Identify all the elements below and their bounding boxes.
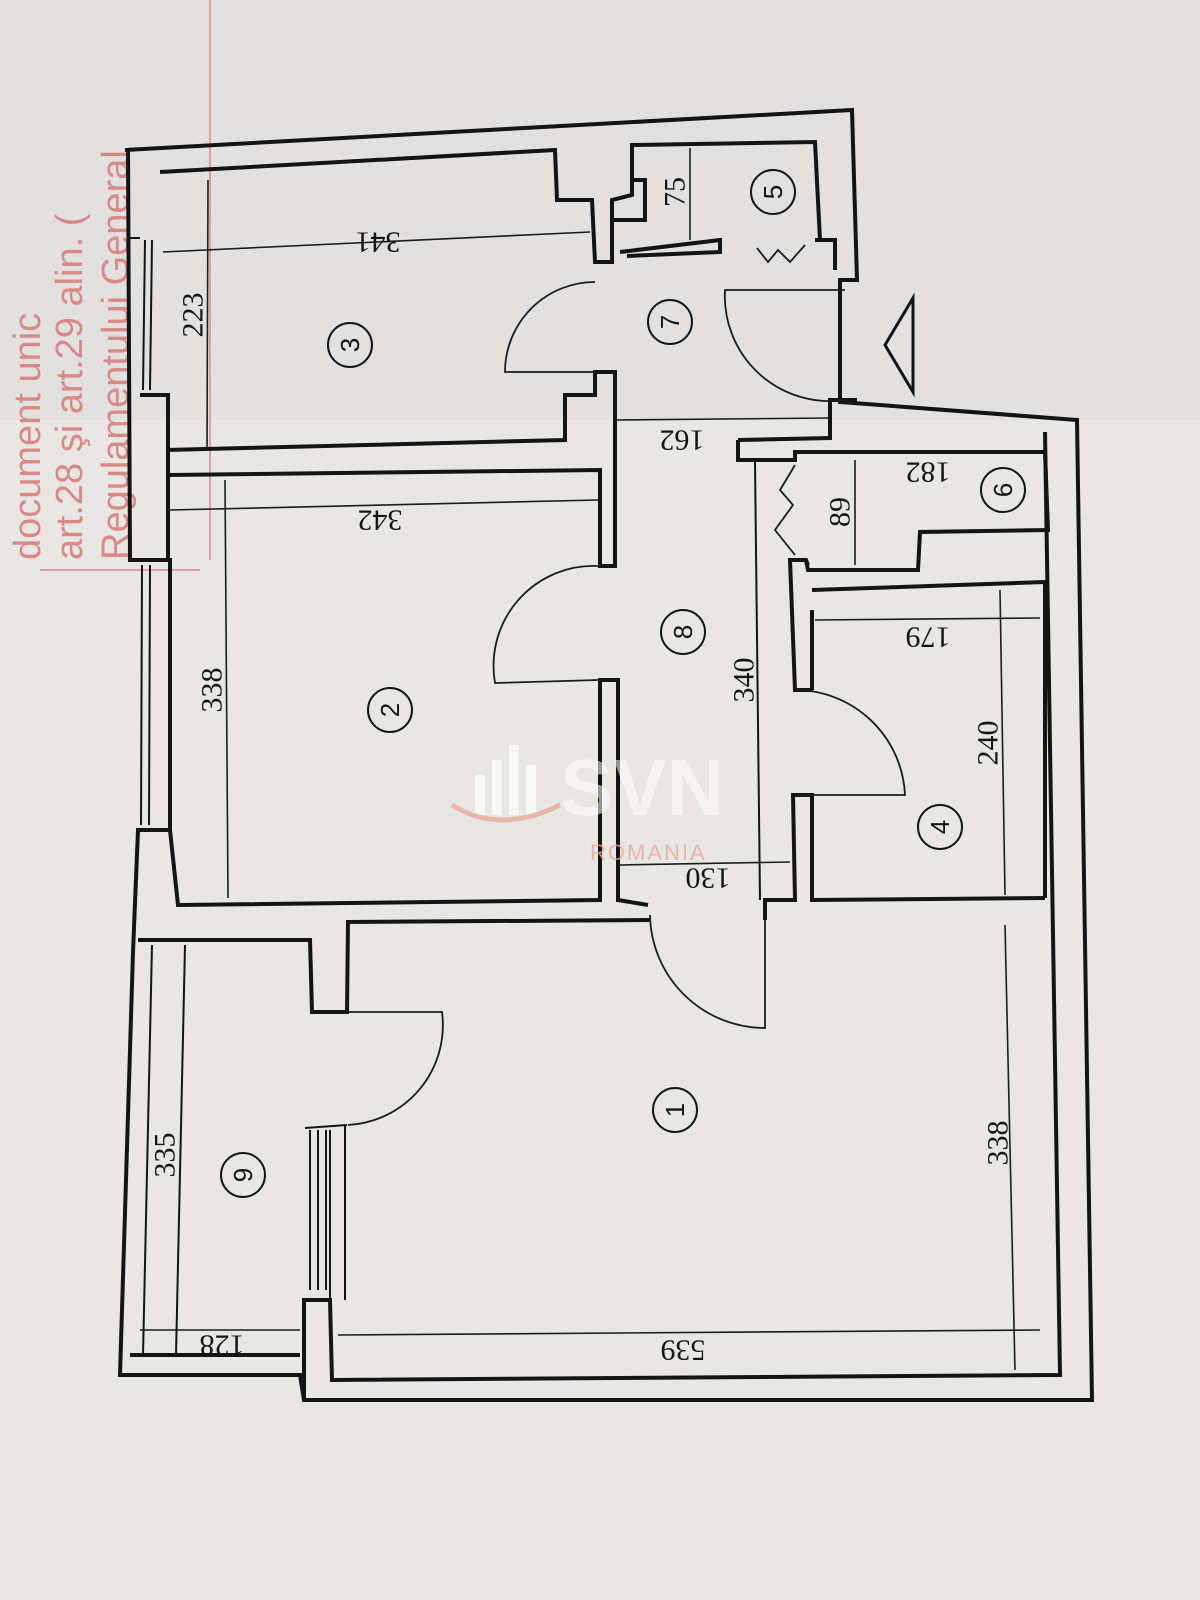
dim-338-room1: 338 xyxy=(982,1121,1015,1166)
entrance-marker xyxy=(883,292,915,398)
svg-text:2: 2 xyxy=(375,703,405,717)
watermark-brand: SVN xyxy=(560,743,725,832)
room-5-label: 5 xyxy=(750,169,796,215)
walls xyxy=(117,107,1095,1402)
svg-text:5: 5 xyxy=(758,185,788,199)
stamp-line-1: document unic xyxy=(7,313,49,560)
dim-89: 89 xyxy=(824,497,857,527)
dim-240: 240 xyxy=(972,721,1005,766)
dim-539: 539 xyxy=(661,1334,706,1367)
svg-text:7: 7 xyxy=(655,315,685,329)
door-room-6 xyxy=(773,464,796,556)
room-1-label: 1 xyxy=(652,1087,698,1133)
door-room-4 xyxy=(794,689,906,796)
svg-text:1: 1 xyxy=(660,1103,690,1117)
doors xyxy=(347,244,906,1126)
door-room-3 xyxy=(504,281,596,373)
dim-223: 223 xyxy=(177,293,210,338)
dim-341: 341 xyxy=(356,226,401,259)
room-3-label: 3 xyxy=(327,322,373,368)
door-room-9 xyxy=(347,1011,444,1126)
watermark-logo-icon xyxy=(450,745,562,823)
room-9-label: 9 xyxy=(220,1152,266,1198)
room-6-label: 6 xyxy=(980,467,1026,513)
svg-text:9: 9 xyxy=(228,1168,258,1182)
watermark: SVN ROMANIA xyxy=(450,743,725,865)
dim-342: 342 xyxy=(358,504,403,537)
svg-text:6: 6 xyxy=(988,483,1018,497)
dimension-labels: 341 223 75 162 342 338 182 89 179 340 24… xyxy=(149,177,1015,1367)
room-8-label: 8 xyxy=(660,609,706,655)
svg-text:3: 3 xyxy=(335,338,365,352)
wall-corridor-right xyxy=(763,793,1046,920)
dim-130: 130 xyxy=(686,862,731,895)
stamp-line-2: art.28 şi art.29 alin. ( xyxy=(49,213,91,560)
room-7-label: 7 xyxy=(647,299,693,345)
watermark-sub: ROMANIA xyxy=(590,840,707,865)
dimension-lines xyxy=(140,148,1041,1371)
door-entrance xyxy=(723,289,846,402)
dim-162: 162 xyxy=(660,424,705,457)
door-room-1 xyxy=(649,914,766,1029)
door-room-2 xyxy=(492,565,599,684)
dim-179: 179 xyxy=(906,621,951,654)
dim-338-room2: 338 xyxy=(196,668,229,713)
dim-75: 75 xyxy=(659,177,692,207)
svg-text:8: 8 xyxy=(668,625,698,639)
dim-128: 128 xyxy=(200,1329,245,1362)
wall-3-2 xyxy=(165,370,617,568)
room-labels: 1 2 3 4 5 6 7 8 9 xyxy=(220,169,1026,1198)
door-room-5 xyxy=(756,244,806,264)
dim-182: 182 xyxy=(906,456,951,489)
dim-340: 340 xyxy=(728,658,761,703)
wall-2-1 xyxy=(168,678,649,908)
svg-text:4: 4 xyxy=(925,820,955,834)
room-4-label: 4 xyxy=(917,804,963,850)
dim-335: 335 xyxy=(149,1133,182,1178)
room-2-label: 2 xyxy=(367,687,413,733)
